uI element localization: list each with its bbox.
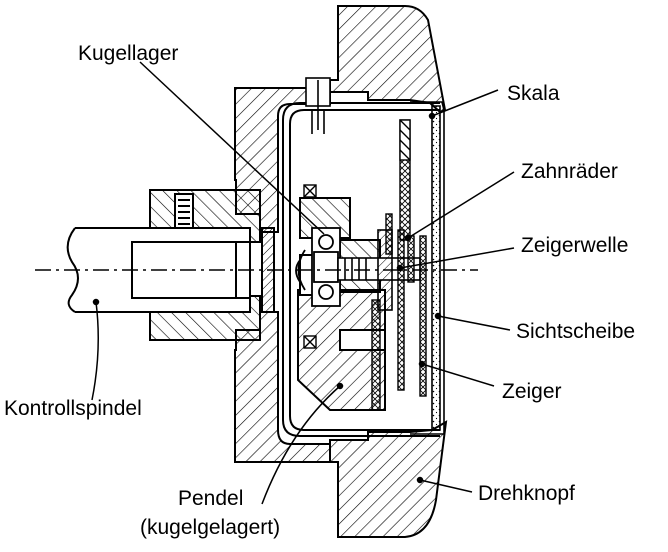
label-zeiger: Zeiger [502, 380, 562, 403]
label-drehknopf: Drehknopf [478, 482, 575, 505]
label-kugellager: Kugellager [78, 42, 178, 65]
top-screw [305, 77, 331, 134]
label-pendel-line1: Pendel [178, 487, 243, 510]
bearing-block [299, 197, 381, 293]
label-zeigerwelle: Zeigerwelle [521, 234, 628, 257]
label-kontrollspindel: Kontrollspindel [4, 397, 142, 420]
leader-lines [91, 61, 515, 505]
kugellager-bearing [295, 227, 341, 307]
sichtscheibe-window [410, 101, 445, 435]
label-sichtscheibe: Sichtscheibe [516, 320, 635, 343]
label-zahnraeder: Zahnräder [521, 160, 618, 183]
label-skala: Skala [507, 82, 560, 105]
skala-disc [399, 119, 411, 241]
label-pendel-line2: (kugelgelagert) [140, 516, 280, 539]
